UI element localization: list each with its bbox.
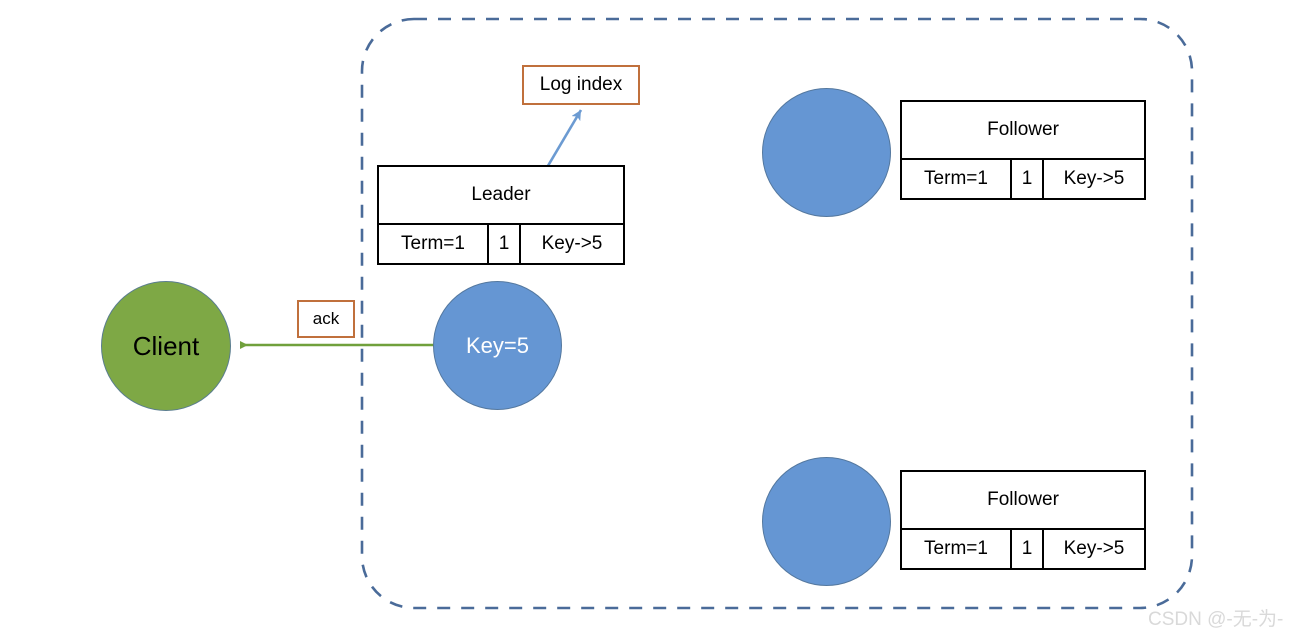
ack-callout[interactable]: ack [297,300,355,338]
follower-bottom-node-box[interactable]: Follower Term=1 1 Key->5 [900,470,1146,570]
leader-title: Leader [379,167,623,225]
follower-bottom-entry-cell: Key->5 [1063,538,1125,559]
follower-bottom-log-index-cell: 1 [1012,530,1044,568]
follower-bottom-circle[interactable] [762,457,891,586]
follower-top-title: Follower [902,102,1144,160]
follower-top-node-box[interactable]: Follower Term=1 1 Key->5 [900,100,1146,200]
follower-top-log-index-cell: 1 [1012,160,1044,198]
client-label: Client [132,330,200,361]
follower-bottom-term-cell: Term=1 [902,530,1012,568]
follower-top-entry-cell: Key->5 [1063,168,1125,189]
follower-bottom-title: Follower [902,472,1144,530]
follower-top-circle[interactable] [762,88,891,217]
ack-label: ack [312,309,340,328]
follower-bottom-log-row: Term=1 1 Key->5 [902,530,1144,568]
follower-top-log-row: Term=1 1 Key->5 [902,160,1144,198]
log-index-callout[interactable]: Log index [522,65,640,105]
leader-entry-cell: Key->5 [541,233,603,254]
leader-circle[interactable]: Key=5 [433,281,562,410]
leader-term-cell: Term=1 [379,225,489,263]
log-index-label: Log index [539,74,623,95]
leader-log-index-cell: 1 [489,225,521,263]
csdn-watermark: CSDN @-无-为- [1148,609,1284,630]
leader-circle-label: Key=5 [466,332,529,358]
leader-node-box[interactable]: Leader Term=1 1 Key->5 [377,165,625,265]
leader-log-row: Term=1 1 Key->5 [379,225,623,263]
client-circle[interactable]: Client [101,281,231,411]
follower-top-term-cell: Term=1 [902,160,1012,198]
